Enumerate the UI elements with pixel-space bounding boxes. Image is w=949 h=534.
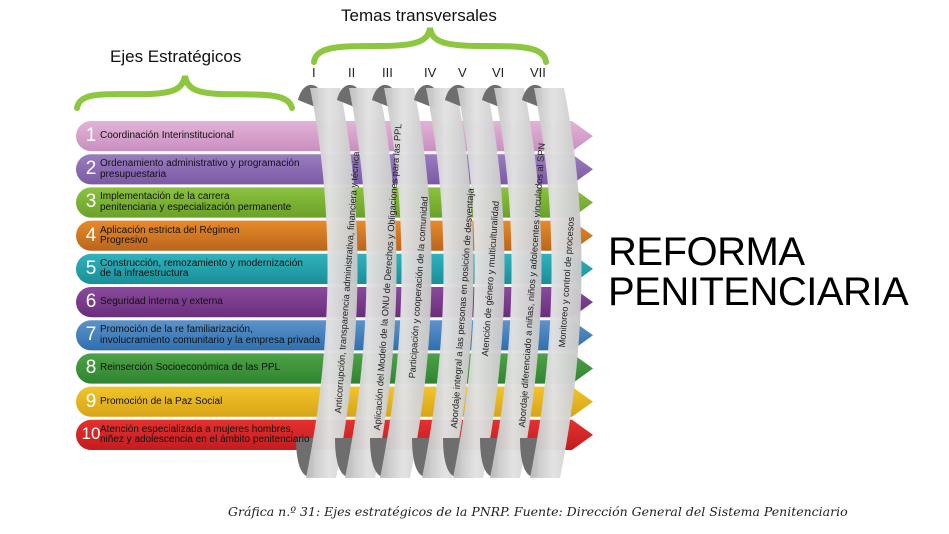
- tema-ribbon-VI: [480, 84, 542, 478]
- eje-label-line1: Aplicación estricta del Régimen: [100, 224, 240, 236]
- eje-label-line2: Progresivo: [100, 235, 148, 247]
- ribbon-front: [422, 88, 474, 478]
- ribbon-front: [530, 88, 582, 478]
- eje-number: 6: [85, 291, 97, 312]
- figure-caption: Gráfica n.º 31: Ejes estratégicos de la …: [228, 504, 848, 519]
- eje-label: Seguridad interna y externa: [100, 296, 223, 308]
- tema-roman-numeral: II: [348, 65, 356, 80]
- eje-label: Promoción de la Paz Social: [100, 395, 223, 408]
- eje-number: 10: [81, 423, 101, 443]
- eje-label-line1: Implementación de la carrera: [100, 191, 230, 203]
- eje-number: 1: [85, 125, 97, 146]
- tema-ribbon-III: [370, 84, 432, 478]
- eje-number: 9: [85, 390, 97, 412]
- eje-label: Construcción, remozamiento y modernizaci…: [100, 257, 303, 280]
- tema-ribbon-IV: [412, 84, 474, 478]
- tema-roman-numeral: I: [312, 65, 316, 80]
- reforma-penitenciaria-title: REFORMA PENITENCIARIA: [608, 230, 909, 314]
- temas-heading: Temas transversales: [341, 6, 497, 25]
- eje-label-line2: involucramiento comunitario y la empresa…: [100, 334, 321, 346]
- tema-roman-numeral: VI: [492, 65, 505, 80]
- tema-roman-numeral: IV: [424, 65, 437, 80]
- eje-label: Coordinación Interinstitucional: [100, 130, 234, 142]
- eje-label: Reinserción Socioeconómica de las PPL: [100, 363, 280, 374]
- tema-ribbon-V: [443, 84, 505, 478]
- eje-label-line1: Promoción de la re familiarización,: [100, 324, 253, 336]
- ejes-heading: Ejes Estratégicos: [110, 47, 242, 66]
- eje-number: 3: [85, 191, 97, 213]
- eje-label: Promoción de la re familiarización,invol…: [100, 325, 320, 346]
- eje-label-line1: Atención especializada a mujeres hombres…: [100, 423, 294, 435]
- tema-ribbon-II: [335, 84, 397, 478]
- tema-ribbon-VII: [520, 84, 582, 478]
- eje-label-line1: Seguridad interna y externa: [100, 296, 223, 307]
- temas-ribbons: [296, 84, 582, 478]
- reforma-line2: PENITENCIARIA: [608, 270, 909, 314]
- eje-label-line2: penitenciaria y especialización permanen…: [100, 201, 292, 213]
- ribbon-front: [490, 88, 542, 478]
- ejes-brace: [74, 75, 295, 111]
- eje-label: Atención especializada a mujeres hombres…: [100, 423, 310, 446]
- reforma-line1: REFORMA: [608, 230, 805, 274]
- eje-label-line2: de la infraestructura: [100, 268, 189, 280]
- eje-label-line1: Construcción, remozamiento y modernizaci…: [100, 257, 303, 269]
- eje-label-line1: Ordenamiento administrativo y programaci…: [100, 158, 300, 170]
- eje-number: 7: [85, 324, 97, 346]
- temas-brace: [311, 27, 549, 65]
- eje-number: 5: [85, 257, 97, 279]
- eje-number: 4: [85, 224, 97, 246]
- ribbon-front: [380, 88, 432, 478]
- ribbon-front: [345, 88, 397, 478]
- eje-number: 8: [85, 357, 97, 379]
- eje-label: Ordenamiento administrativo y programaci…: [100, 159, 300, 180]
- tema-roman-numeral: VII: [530, 65, 546, 80]
- tema-roman-numeral: V: [458, 65, 467, 80]
- eje-label-line1: Promoción de la Paz Social: [100, 395, 223, 407]
- tema-ribbon-I: [296, 84, 358, 478]
- ribbon-front: [306, 88, 358, 478]
- eje-label-line1: Reinserción Socioeconómica de las PPL: [100, 362, 281, 374]
- eje-number: 2: [85, 158, 97, 180]
- eje-label-line2: presupuestaria: [100, 168, 167, 180]
- eje-label-line2: niñez y adolescencia en el ámbito penite…: [100, 434, 310, 446]
- tema-roman-numeral: III: [382, 65, 393, 80]
- ribbon-front: [453, 88, 505, 478]
- eje-label-line1: Coordinación Interinstitucional: [100, 130, 234, 141]
